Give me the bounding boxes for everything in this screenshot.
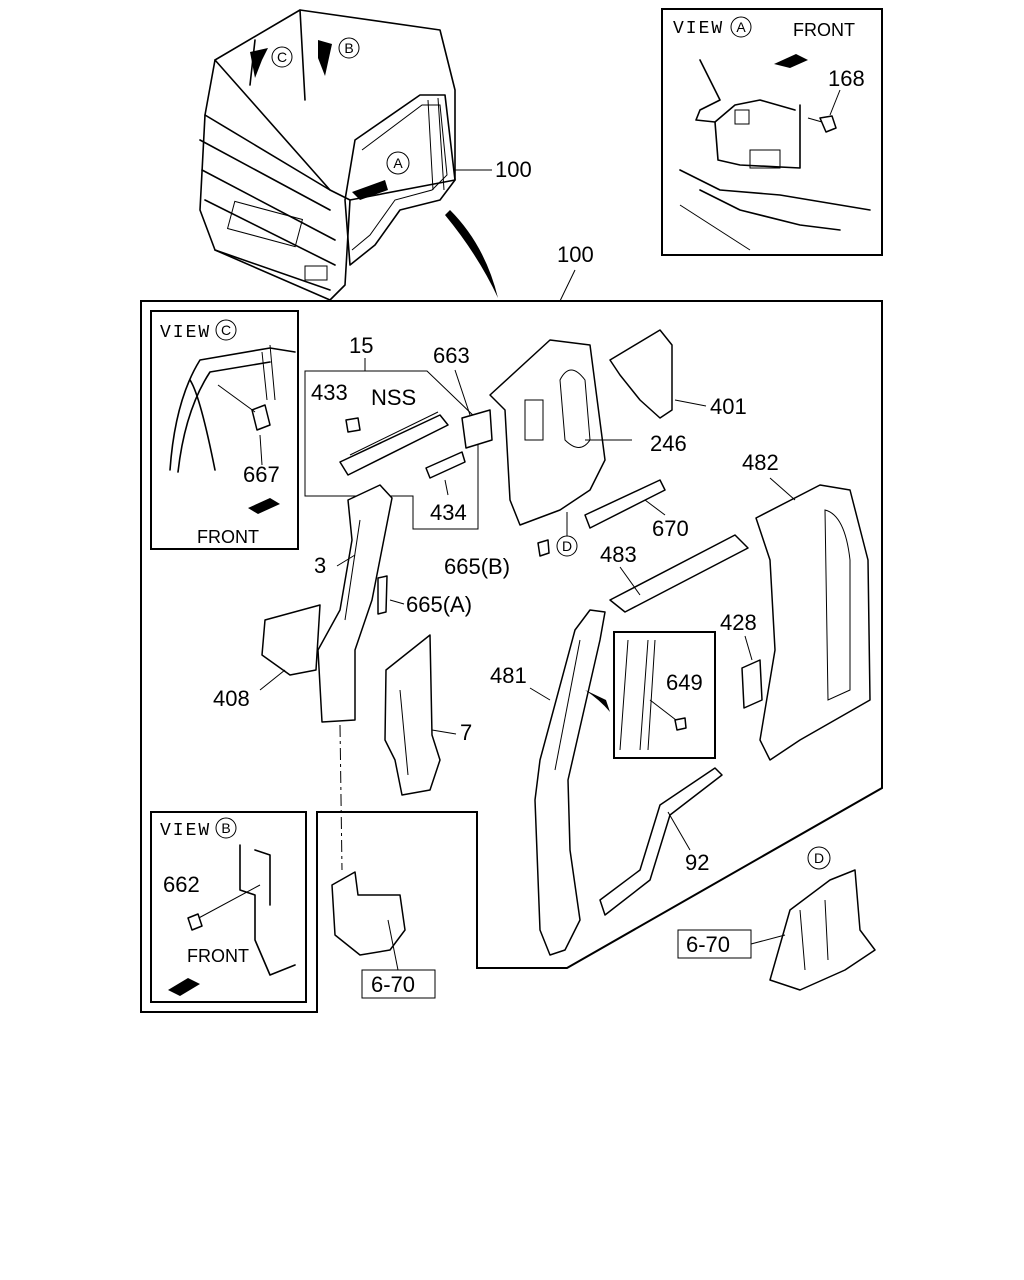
label-ref-670-a: 6-70 xyxy=(371,972,415,997)
part-7: 7 xyxy=(384,634,472,796)
label-246: 246 xyxy=(650,431,687,456)
part-482: 482 xyxy=(742,450,871,761)
label-3: 3 xyxy=(314,553,326,578)
cab-illustration: C B A 100 xyxy=(199,9,532,301)
part-92: 92 xyxy=(599,767,723,916)
view-c-front: FRONT xyxy=(197,527,259,547)
label-483: 483 xyxy=(600,542,637,567)
label-670: 670 xyxy=(652,516,689,541)
marker-b-view: B xyxy=(221,820,230,836)
part-663: 663 xyxy=(433,343,493,449)
label-649: 649 xyxy=(666,670,703,695)
label-665b: 665(B) xyxy=(444,554,510,579)
part-401: 401 xyxy=(609,329,747,419)
label-663: 663 xyxy=(433,343,470,368)
label-408: 408 xyxy=(213,686,250,711)
group-15: 15 433 NSS 434 xyxy=(304,333,479,530)
label-482: 482 xyxy=(742,450,779,475)
label-main-100: 100 xyxy=(557,242,594,267)
main-frame: 100 xyxy=(140,242,883,1013)
label-667: 667 xyxy=(243,462,280,487)
label-662: 662 xyxy=(163,872,200,897)
marker-d-246: D xyxy=(562,538,572,554)
label-433: 433 xyxy=(311,380,348,405)
view-c-panel: VIEW C 667 FRONT xyxy=(150,310,299,550)
part-246: 246 D xyxy=(489,339,687,557)
view-a-front: FRONT xyxy=(793,20,855,40)
marker-a-view: A xyxy=(736,19,746,35)
view-a-panel: VIEW A FRONT 168 xyxy=(661,8,883,256)
view-b-title: VIEW xyxy=(160,821,211,841)
marker-c-cab: C xyxy=(277,49,287,65)
view-b-front: FRONT xyxy=(187,946,249,966)
part-408: 408 xyxy=(213,604,321,711)
label-434: 434 xyxy=(430,500,467,525)
marker-d-lower: D xyxy=(814,850,824,866)
label-92: 92 xyxy=(685,850,709,875)
marker-b-cab: B xyxy=(344,40,353,56)
part-481: 481 xyxy=(490,609,610,956)
part-665b: 665(B) xyxy=(444,539,550,579)
part-428: 428 xyxy=(720,610,763,709)
view-a-title: VIEW xyxy=(673,19,724,39)
label-428: 428 xyxy=(720,610,757,635)
part-483: 483 xyxy=(600,534,749,613)
marker-c-view: C xyxy=(221,322,231,338)
detail-649: 649 xyxy=(613,631,716,759)
part-lower-right: D 6-70 xyxy=(677,846,876,991)
label-665a: 665(A) xyxy=(406,592,472,617)
view-c-title: VIEW xyxy=(160,323,211,343)
label-481: 481 xyxy=(490,663,527,688)
view-b-panel: VIEW B 662 FRONT xyxy=(150,811,307,1003)
label-cab-100: 100 xyxy=(495,157,532,182)
part-670: 670 xyxy=(584,479,689,541)
label-401: 401 xyxy=(710,394,747,419)
label-7: 7 xyxy=(460,720,472,745)
label-15: 15 xyxy=(349,333,373,358)
label-168: 168 xyxy=(828,66,865,91)
label-nss: NSS xyxy=(371,385,416,410)
label-ref-670-b: 6-70 xyxy=(686,932,730,957)
part-665a: 665(A) xyxy=(377,575,472,617)
part-lower-left: 6-70 xyxy=(331,871,436,999)
marker-a-cab: A xyxy=(393,155,403,171)
part-3: 3 xyxy=(314,484,393,871)
